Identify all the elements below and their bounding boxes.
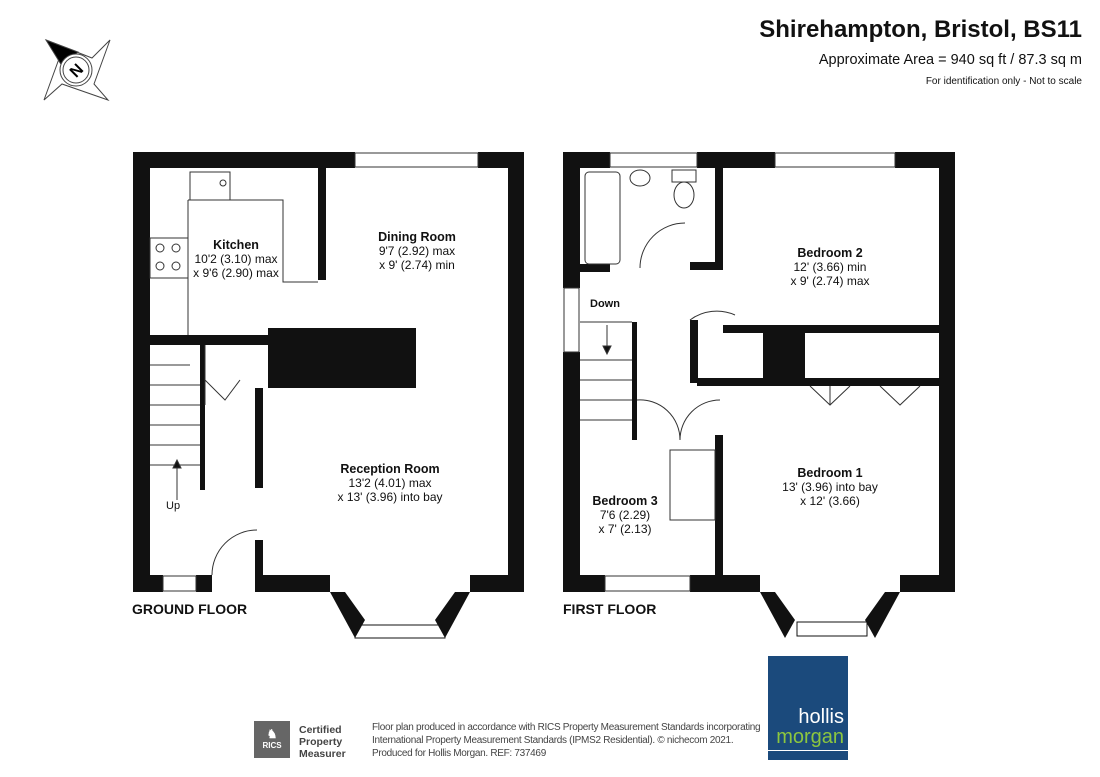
footer-line: Floor plan produced in accordance with R…: [372, 722, 761, 733]
cert-line: Measurer: [299, 748, 346, 760]
brand-line-2: morgan: [776, 726, 844, 748]
scale-note: For identification only - Not to scale: [925, 76, 1082, 87]
room-dims: x 9' (2.74) min: [379, 258, 455, 272]
room-dims: 9'7 (2.92) max: [378, 244, 456, 258]
room-name: Reception Room: [340, 462, 440, 476]
first-floor-label: FIRST FLOOR: [563, 601, 657, 617]
room-dims: x 12' (3.66): [800, 494, 860, 508]
brand-line-1: hollis: [798, 706, 844, 728]
north-compass-icon: N: [43, 39, 111, 102]
room-dims: 13'2 (4.01) max: [348, 476, 432, 490]
footer-line: International Property Measurement Stand…: [372, 735, 734, 746]
room-dims: x 7' (2.13): [598, 522, 652, 536]
brand-divider: [768, 750, 848, 751]
ground-floor-walls: [133, 152, 524, 639]
property-title: Shirehampton, Bristol, BS11: [759, 16, 1082, 43]
room-dims: 10'2 (3.10) max: [194, 252, 278, 266]
room-name: Bedroom 3: [592, 494, 658, 508]
room-name: Bedroom 1: [797, 466, 863, 480]
first-floor-fixtures: [563, 152, 921, 592]
room-dims: x 9'6 (2.90) max: [193, 266, 279, 280]
room-dims: x 13' (3.96) into bay: [337, 490, 443, 504]
room-dims: 7'6 (2.29): [599, 508, 651, 522]
room-dims: x 9' (2.74) max: [790, 274, 870, 288]
room-dims: 12' (3.66) min: [793, 260, 867, 274]
stairs-down-label: Down: [590, 298, 620, 310]
hollis-morgan-logo: hollis morgan: [768, 656, 848, 760]
footer-disclaimer: Floor plan produced in accordance with R…: [372, 721, 761, 760]
rics-lion-icon: ♞: [266, 727, 278, 741]
room-name: Dining Room: [378, 230, 456, 244]
room-dims: 13' (3.96) into bay: [782, 480, 878, 494]
ground-floor-fixtures: [149, 152, 479, 592]
footer-line: Produced for Hollis Morgan. REF: 737469: [372, 748, 546, 759]
cert-line: Certified: [299, 724, 342, 736]
cert-line: Property: [299, 736, 343, 748]
room-name: Bedroom 2: [797, 246, 863, 260]
stairs-up-label: Up: [166, 500, 181, 512]
rics-logo-text: RICS: [262, 741, 282, 750]
rics-logo: ♞RICS: [254, 721, 290, 758]
room-name: Kitchen: [213, 238, 259, 252]
first-floor-walls: [563, 152, 955, 638]
approximate-area: Approximate Area = 940 sq ft / 87.3 sq m: [818, 52, 1082, 68]
ground-floor-label: GROUND FLOOR: [132, 601, 248, 617]
